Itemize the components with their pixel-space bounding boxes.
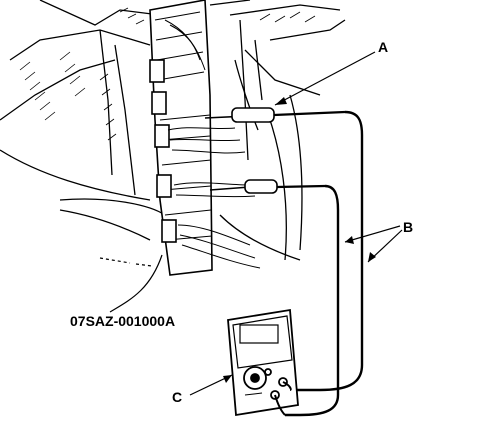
probe-b <box>209 179 326 194</box>
connector-wire-bundles <box>164 19 261 269</box>
tool-part-number: 07SAZ-001000A <box>70 313 175 329</box>
arrowheads <box>223 97 376 383</box>
label-b: B <box>403 219 413 235</box>
probe-a <box>204 107 346 123</box>
meter-leads <box>274 381 292 416</box>
test-leads <box>285 110 364 417</box>
ecm-connector-block <box>149 0 213 276</box>
multimeter <box>227 308 299 417</box>
label-c: C <box>172 389 182 405</box>
engine-background <box>0 0 346 261</box>
label-a: A <box>378 39 388 55</box>
background-hatching <box>19 7 316 141</box>
